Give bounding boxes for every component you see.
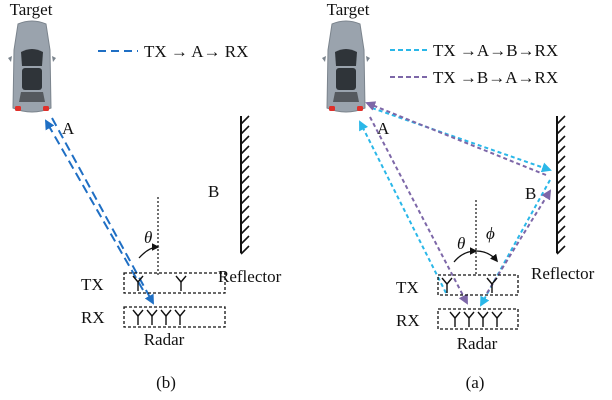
right-angle-phi: ϕ <box>486 224 495 243</box>
left-legend-label: TX → A→ RX <box>144 42 248 61</box>
right-path-ba-a-to-rx <box>369 116 468 305</box>
right-angle-theta: θ <box>457 234 465 253</box>
right-legend-ba: TX →B→A→RX <box>433 68 558 87</box>
right-angle-arc-phi <box>475 250 498 263</box>
car-icon <box>321 20 371 113</box>
right-rx-label: RX <box>396 311 420 330</box>
right-panel: Target TX →A→B→RX TX →B→A→RX A B <box>321 0 595 392</box>
right-radar-label: Radar <box>457 334 498 353</box>
right-path-ab-tx-to-a <box>359 120 447 294</box>
left-rx-label: RX <box>81 308 105 327</box>
reflector-hatch-icon <box>556 115 566 255</box>
left-angle-arc <box>138 243 160 259</box>
left-path-a-to-rx <box>51 117 154 305</box>
left-rx-array <box>123 306 226 328</box>
antenna-icon <box>491 311 503 328</box>
antenna-icon <box>477 311 489 328</box>
left-angle-theta: θ <box>144 228 152 247</box>
right-reflector-label: Reflector <box>531 264 595 283</box>
right-path-ab-b-to-rx <box>480 179 551 307</box>
left-reflector <box>240 115 250 255</box>
left-path-tx-to-a <box>45 119 144 291</box>
car-icon <box>7 20 57 113</box>
right-path-ab-a-to-b <box>371 107 552 173</box>
antenna-icon <box>463 311 475 328</box>
right-path-ba-tx-to-b <box>486 189 552 294</box>
left-panel: Target TX → A→ RX A B <box>7 0 282 392</box>
left-reflector-label: Reflector <box>218 267 282 286</box>
right-tx-array <box>437 274 519 296</box>
left-tx-array <box>123 272 226 294</box>
right-point-a: A <box>377 119 390 138</box>
antenna-icon <box>175 275 187 292</box>
left-target-label: Target <box>10 0 53 19</box>
left-point-b: B <box>208 182 219 201</box>
antenna-icon <box>160 309 172 326</box>
right-point-b: B <box>525 184 536 203</box>
antenna-icon <box>449 311 461 328</box>
left-caption: (b) <box>156 373 176 392</box>
left-radar-label: Radar <box>144 330 185 349</box>
right-reflector <box>556 115 566 255</box>
right-rx-array <box>437 308 519 330</box>
antenna-icon <box>146 309 158 326</box>
antenna-icon <box>174 309 186 326</box>
right-legend-ab: TX →A→B→RX <box>433 41 558 60</box>
right-target-label: Target <box>327 0 370 19</box>
left-point-a: A <box>62 119 75 138</box>
antenna-icon <box>132 309 144 326</box>
left-tx-label: TX <box>81 275 104 294</box>
antenna-icon <box>441 277 453 294</box>
right-caption: (a) <box>466 373 485 392</box>
right-angle-arc-theta <box>453 247 478 263</box>
right-tx-label: TX <box>396 278 419 297</box>
reflector-hatch-icon <box>240 115 250 255</box>
